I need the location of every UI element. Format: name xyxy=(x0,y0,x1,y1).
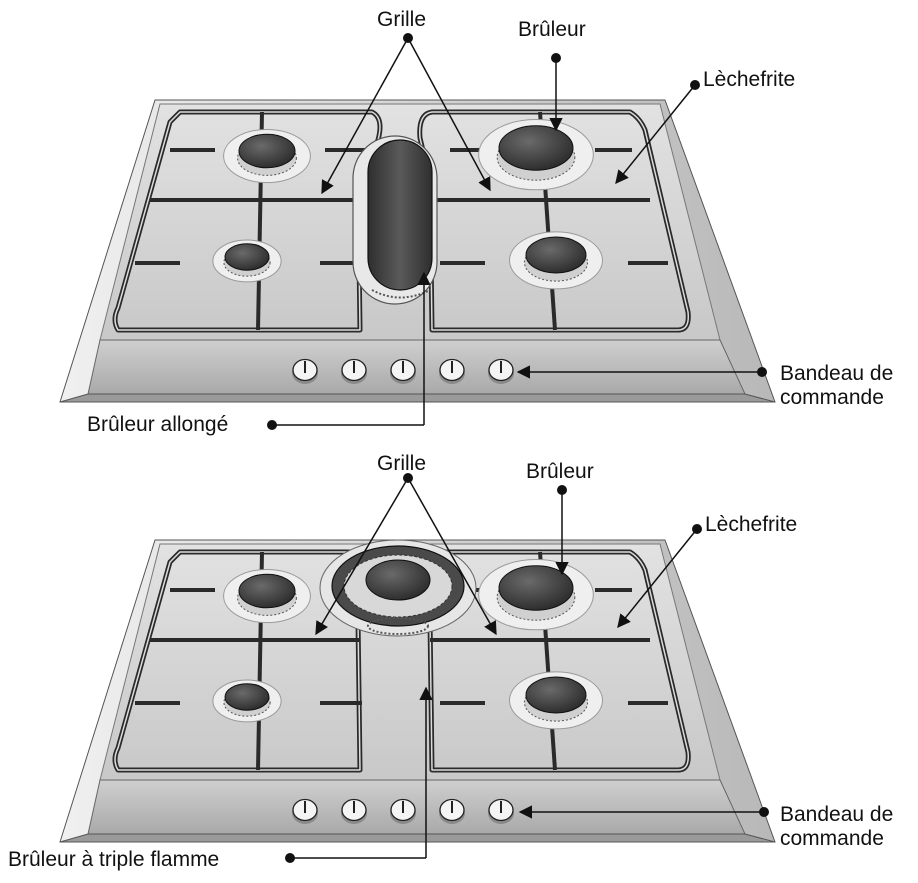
label-bruleur-top: Brûleur xyxy=(518,18,586,41)
control-panel xyxy=(87,339,746,395)
label-grille-top: Grille xyxy=(377,8,427,31)
burner-front-right-cap xyxy=(525,676,587,714)
burner-elongated-crown xyxy=(371,289,431,299)
control-knob-4 xyxy=(439,798,465,824)
burner-front-left xyxy=(212,679,282,723)
control-knob-4 xyxy=(439,358,465,384)
control-knob-2 xyxy=(341,358,367,384)
control-panel xyxy=(87,779,746,835)
label-bandeau-top-line2: commande xyxy=(780,386,884,409)
label-lechefrite-top: Lèchefrite xyxy=(703,68,796,91)
control-knob-5 xyxy=(488,798,514,824)
leader-grille-left-top xyxy=(321,37,409,195)
hob-front-edge xyxy=(59,833,776,843)
burner-front-left xyxy=(212,239,282,283)
burner-front-left-cap xyxy=(224,683,270,711)
burner-rear-right xyxy=(478,559,594,631)
control-knob-1 xyxy=(292,358,318,384)
label-bandeau-top-line1: Bandeau de xyxy=(780,362,894,385)
hob-top-illustration xyxy=(59,99,776,403)
label-grille-bottom: Grille xyxy=(377,452,427,475)
leader-lechefrite-bottom xyxy=(617,528,698,629)
burner-elongated-cap xyxy=(367,139,433,291)
burner-rear-left-cap xyxy=(238,573,296,609)
label-bruleur-triple-flamme: Brûleur à triple flamme xyxy=(8,848,220,871)
control-knob-2 xyxy=(341,798,367,824)
burner-elongated xyxy=(352,135,438,305)
label-bandeau-bottom: Bandeau de commande xyxy=(780,803,893,851)
burner-rear-right-cap xyxy=(498,565,574,611)
burner-front-left-cap xyxy=(224,243,270,271)
burner-rear-left xyxy=(223,128,311,184)
burner-front-right xyxy=(509,231,603,290)
label-bandeau-bottom-line2: commande xyxy=(780,827,884,850)
grille-left-highlight xyxy=(114,111,381,331)
burner-rear-right xyxy=(478,119,594,191)
control-knob-1 xyxy=(292,798,318,824)
burner-front-right-cap xyxy=(525,236,587,274)
burner-triple-flame xyxy=(319,539,477,637)
label-bruleur-allonge: Brûleur allongé xyxy=(87,413,229,436)
grille-right-highlight xyxy=(419,111,690,331)
burner-rear-left-cap xyxy=(238,133,296,169)
label-bandeau-top: Bandeau de commande xyxy=(780,362,893,410)
triple-ignition xyxy=(367,617,429,635)
leader-grille-left-bottom xyxy=(315,477,409,636)
burner-front-right xyxy=(509,671,603,730)
label-bruleur-bottom: Brûleur xyxy=(526,460,594,483)
hob-front-edge xyxy=(59,393,776,403)
burner-rear-left xyxy=(223,568,311,624)
control-knob-3 xyxy=(390,358,416,384)
triple-cap xyxy=(365,559,431,601)
control-knob-5 xyxy=(488,358,514,384)
label-bandeau-bottom-line1: Bandeau de xyxy=(780,803,894,826)
burner-rear-right-cap xyxy=(498,125,574,171)
hob-bottom-illustration xyxy=(59,539,776,843)
label-lechefrite-bottom: Lèchefrite xyxy=(705,513,798,536)
leader-lines xyxy=(267,33,769,863)
leader-grille-right-top xyxy=(407,37,491,192)
leader-lechefrite-top xyxy=(615,84,696,185)
leader-grille-right-bottom xyxy=(407,477,497,636)
control-knob-3 xyxy=(390,798,416,824)
